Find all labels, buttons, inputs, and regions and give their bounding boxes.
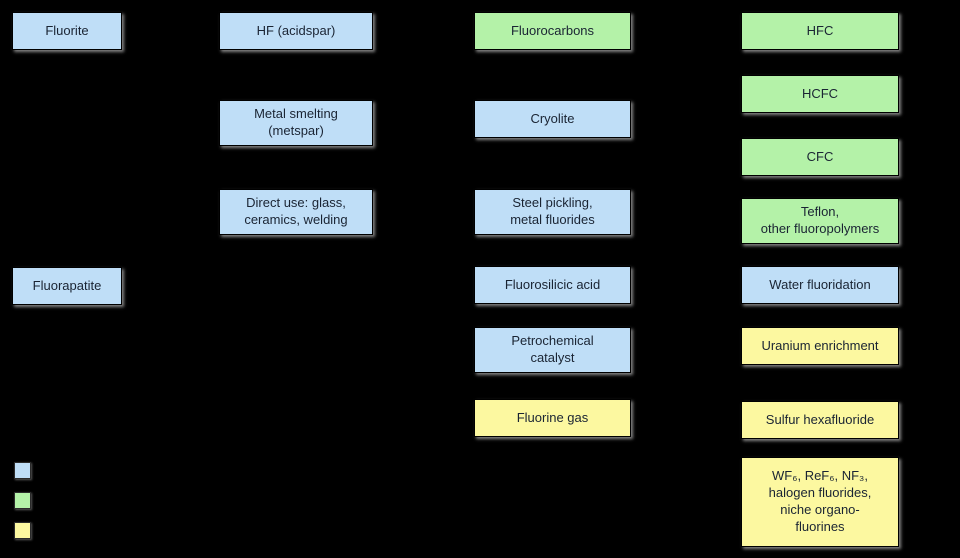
legend-swatch-yellow bbox=[14, 522, 31, 539]
node-cfc: CFC bbox=[741, 138, 899, 176]
node-fluorine-gas: Fluorine gas bbox=[474, 399, 631, 437]
node-fluorocarbons: Fluorocarbons bbox=[474, 12, 631, 50]
node-steel-pickling: Steel pickling, metal fluorides bbox=[474, 189, 631, 235]
node-niche-fluorides: WF₆, ReF₆, NF₃, halogen fluorides, niche… bbox=[741, 457, 899, 547]
node-fluorosilicic-acid: Fluorosilicic acid bbox=[474, 266, 631, 304]
node-uranium-enrichment: Uranium enrichment bbox=[741, 327, 899, 365]
node-cryolite: Cryolite bbox=[474, 100, 631, 138]
legend-swatch-blue bbox=[14, 462, 31, 479]
node-sulfur-hexafluoride: Sulfur hexafluoride bbox=[741, 401, 899, 439]
node-teflon: Teflon, other fluoropolymers bbox=[741, 198, 899, 244]
node-hfc: HFC bbox=[741, 12, 899, 50]
node-petrochemical-catalyst: Petrochemical catalyst bbox=[474, 327, 631, 373]
node-hcfc: HCFC bbox=[741, 75, 899, 113]
node-fluorapatite: Fluorapatite bbox=[12, 267, 122, 305]
node-hf-acidspar: HF (acidspar) bbox=[219, 12, 373, 50]
legend-swatch-green bbox=[14, 492, 31, 509]
node-direct-use: Direct use: glass, ceramics, welding bbox=[219, 189, 373, 235]
node-fluorite: Fluorite bbox=[12, 12, 122, 50]
node-water-fluoridation: Water fluoridation bbox=[741, 266, 899, 304]
node-metal-smelting: Metal smelting (metspar) bbox=[219, 100, 373, 146]
